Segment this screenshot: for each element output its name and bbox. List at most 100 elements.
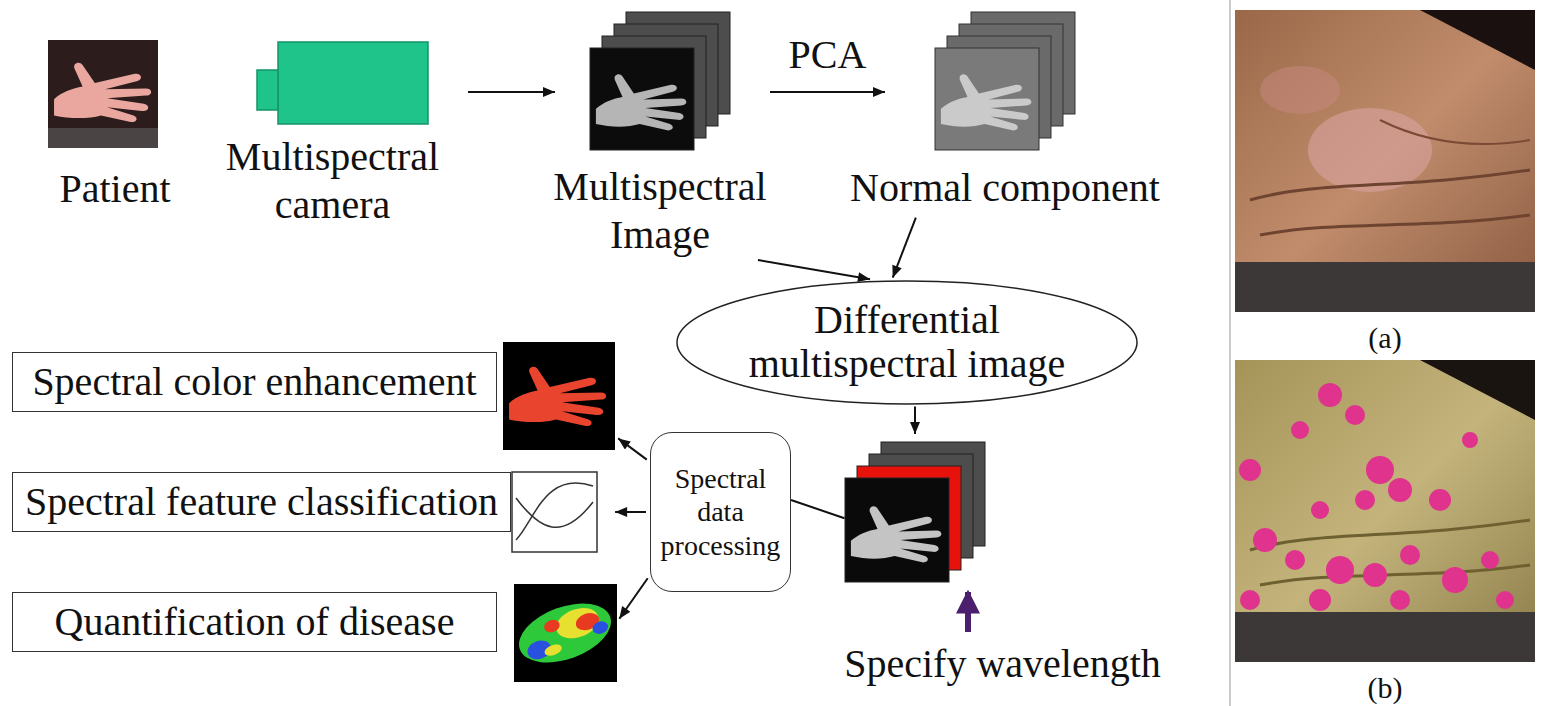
disease-map-thumbnail [511,584,619,682]
node-text: Multispectral Image [545,163,775,259]
image-stack-node: Specify wavelength [835,436,1170,688]
camera-node: Multispectral camera [215,40,450,229]
caption: Multispectral camera [215,133,450,229]
skin-photo [1345,405,1365,425]
caption: Specify wavelength [835,640,1170,688]
skin-photo [1420,10,1535,70]
image-stack [935,12,1075,150]
node-text: Spectral color enhancement [32,358,476,406]
disease-map-thumbnail [543,642,563,658]
process-box: Spectral data processing [650,432,791,592]
skin-photo [1250,170,1530,200]
camera-icon [278,42,428,124]
text-box: Quantification of disease [12,592,497,652]
skin-photo [1462,432,1478,448]
skin-photo [1355,490,1375,510]
skin-photo [1388,478,1412,502]
image-stack [590,12,730,150]
patient-node: Patient [40,40,190,213]
skin-photo [1326,556,1354,584]
edge-label: PCA [787,33,869,77]
disease-map-thumbnail [552,602,603,643]
enhanced-hand-thumbnail [509,367,606,426]
disease-map-thumbnail [511,592,619,674]
skin-photo [1240,590,1260,610]
image-stack [851,506,941,562]
patient-photo [48,40,158,148]
separator-line [1230,0,1231,706]
image-stack-node: Normal component [840,12,1170,212]
disease-map-thumbnail [542,618,561,635]
separator-line [1230,0,1231,706]
connector-arrow [770,91,885,93]
node-text: Spectral data processing [658,462,783,563]
connector-arrow [791,500,844,518]
disease-map-thumbnail [591,619,610,636]
image-stack-node: Multispectral Image [545,12,775,259]
panel-label: (a) [1368,323,1401,353]
skin-photo [1235,360,1535,662]
skin-photo [1481,551,1499,569]
skin-photo [1420,360,1535,420]
illustration-space [48,40,158,148]
caption: Multispectral Image [545,163,775,259]
node-text: Specify wavelength [835,640,1170,688]
skin-photo [1239,383,1514,611]
disease-map-thumbnail [511,592,619,674]
illustration-space [935,12,1075,152]
output-box: Quantification of disease [12,584,617,682]
connector-arrow [468,91,555,93]
panel-label: (b) [1368,673,1403,703]
thumbnail-space [526,472,611,552]
skin-photo [1311,501,1329,519]
skin-photo [1400,545,1420,565]
enhanced-hand-thumbnail [503,342,615,450]
wavelength-arrow [965,592,971,632]
image-stack [596,74,686,130]
skin-photo [1366,456,1394,484]
skin-photo [1291,421,1309,439]
skin-photo [1308,108,1432,192]
connector-arrow [618,438,647,459]
patient-photo [48,128,158,148]
skin-photo [1363,563,1387,587]
skin-photo [1318,383,1342,407]
patient-photo [54,63,151,122]
skin-photo [1442,567,1468,593]
caption: Normal component [840,164,1170,212]
skin-photo [1235,10,1535,312]
skin-photo [1496,591,1514,609]
text-box: Spectral feature classification [12,472,511,532]
skin-photo [1390,590,1410,610]
skin-photo [1380,120,1530,144]
skin-photo [1235,10,1535,312]
thumbnail-space [503,342,615,450]
illustration-space [845,436,985,632]
connector-arrow [619,578,647,618]
skin-photo [1260,215,1530,235]
connector-arrow [893,218,916,278]
text-box: Spectral color enhancement [12,352,497,412]
illustration-space [257,40,428,128]
spectrum-thumbnail [512,472,597,552]
spectrum-thumbnail [516,498,593,527]
illustration-space [590,12,730,152]
skin-photo [1235,262,1535,312]
node-text: Multispectral camera [215,133,450,229]
skin-photo [1239,459,1261,481]
spectrum-thumbnail [512,472,597,552]
node-text: Spectral feature classification [25,478,498,526]
enhanced-hand-thumbnail [503,342,615,450]
node-text: Patient [40,165,190,213]
skin-photo [1253,528,1277,552]
node-text: Normal component [840,164,1170,212]
spectrum-thumbnail [516,483,593,540]
node-text: Differential multispectral image [737,298,1077,386]
image-stack [941,74,1031,130]
image-stack [845,442,985,582]
image-stack [935,48,1039,150]
output-box: Spectral color enhancement [12,342,615,450]
